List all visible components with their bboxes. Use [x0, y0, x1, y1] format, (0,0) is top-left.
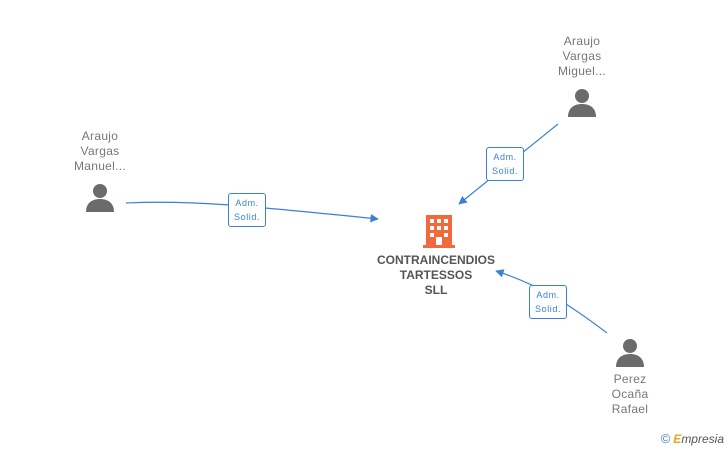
person-node-manuel[interactable]: Araujo Vargas Manuel... — [55, 129, 145, 213]
building-icon — [423, 215, 455, 248]
person-icon — [616, 339, 644, 367]
person-name-line-3: Miguel... — [557, 64, 607, 78]
edge-label-miguel[interactable]: Adm. Solid. — [486, 147, 525, 181]
person-name-line-2: Vargas — [80, 144, 120, 158]
company-name-line-2: TARTESSOS — [399, 268, 473, 282]
person-name-line-2: Ocaña — [611, 387, 649, 401]
edge-label-line-1: Adm. — [235, 198, 259, 208]
company-node[interactable]: CONTRAINCENDIOS TARTESSOS SLL — [366, 212, 506, 302]
person-name-line-1: Araujo — [563, 34, 601, 48]
company-name-line-3: SLL — [424, 283, 448, 297]
person-name-line-1: Araujo — [81, 129, 119, 143]
edge-label-line-2: Solid. — [234, 212, 261, 222]
brand-name: mpresia — [681, 432, 724, 446]
edge-line-manuel — [125, 201, 379, 223]
edge-label-line-2: Solid. — [492, 166, 519, 176]
person-name: Araujo Vargas Manuel... — [55, 129, 145, 174]
person-node-miguel[interactable]: Araujo Vargas Miguel... — [537, 34, 627, 118]
company-name-line-1: CONTRAINCENDIOS — [376, 253, 495, 267]
person-icon — [568, 89, 596, 117]
company-name: CONTRAINCENDIOS TARTESSOS SLL — [366, 253, 506, 298]
person-name: Perez Ocaña Rafael — [585, 372, 675, 417]
edge-label-manuel[interactable]: Adm. Solid. — [228, 193, 267, 227]
brand-logo-letter: E — [673, 432, 682, 446]
edge-label-line-2: Solid. — [535, 304, 562, 314]
copyright-symbol: © — [660, 431, 671, 446]
person-name: Araujo Vargas Miguel... — [537, 34, 627, 79]
person-name-line-2: Vargas — [562, 49, 602, 63]
edge-label-perez[interactable]: Adm. Solid. — [529, 285, 568, 319]
person-name-line-1: Perez — [613, 372, 647, 386]
edge-label-line-1: Adm. — [536, 290, 560, 300]
person-icon — [86, 184, 114, 212]
person-name-line-3: Manuel... — [73, 159, 127, 173]
person-node-perez[interactable]: Perez Ocaña Rafael — [585, 338, 675, 417]
edge-label-line-1: Adm. — [493, 152, 517, 162]
person-name-line-3: Rafael — [611, 402, 649, 416]
footer-brand: ©Empresia — [661, 431, 724, 446]
